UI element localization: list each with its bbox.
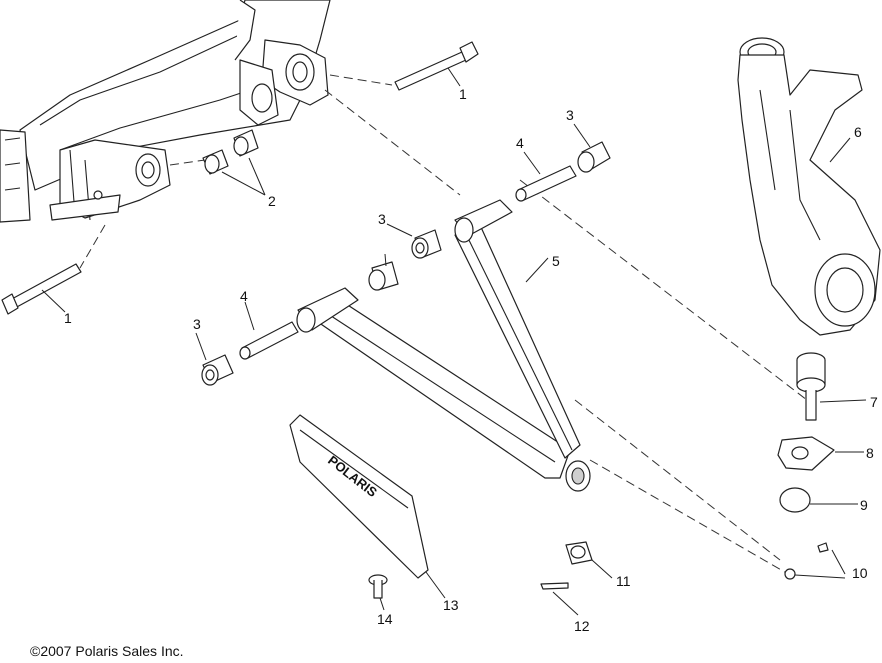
callout-3-upper-right: 3: [566, 107, 574, 123]
flange-bolt: [368, 574, 388, 599]
callout-9: 9: [860, 497, 868, 513]
bushings-2: [202, 129, 259, 175]
castle-nut: [565, 541, 593, 565]
callout-11: 11: [616, 573, 631, 589]
steering-knuckle: [737, 37, 881, 336]
callout-1-upper: 1: [459, 86, 467, 102]
a-arm: [296, 199, 591, 492]
washer-pin: [784, 542, 829, 580]
callout-13: 13: [443, 597, 459, 613]
retainer-plate: [777, 436, 835, 471]
callout-5: 5: [552, 253, 560, 269]
copyright-notice: ©2007 Polaris Sales Inc.: [30, 643, 184, 658]
bushing-sleeve-upper-right: [515, 141, 611, 202]
callout-8: 8: [866, 445, 874, 461]
bolt-upper: [394, 41, 479, 91]
bushing-sleeve-lower-left: [201, 321, 299, 386]
callout-4-lower: 4: [240, 288, 248, 304]
cotter-pin: [540, 582, 569, 590]
callout-7: 7: [870, 394, 878, 410]
callout-1-lower: 1: [64, 310, 72, 326]
callout-14: 14: [377, 611, 393, 627]
callout-3-middle: 3: [378, 211, 386, 227]
ball-joint: [796, 352, 826, 421]
callout-3-lower-left: 3: [193, 316, 201, 332]
callout-2: 2: [268, 193, 276, 209]
bolt-lower: [1, 263, 82, 315]
callout-10: 10: [852, 565, 868, 581]
frame-section: [0, 0, 331, 223]
skid-guard: POLARIS: [289, 414, 429, 579]
leader-lines: [41, 67, 867, 616]
callout-12: 12: [574, 618, 590, 634]
dust-cap: [779, 487, 811, 513]
callout-labels: 1 1 2 3 3 3 4 4 5 6 7 8 9 10 11 12 13 14: [64, 86, 878, 634]
assembly-lines: [79, 74, 821, 576]
bushings-middle: [368, 229, 442, 291]
callout-4-upper: 4: [516, 135, 524, 151]
callout-6: 6: [854, 124, 862, 140]
